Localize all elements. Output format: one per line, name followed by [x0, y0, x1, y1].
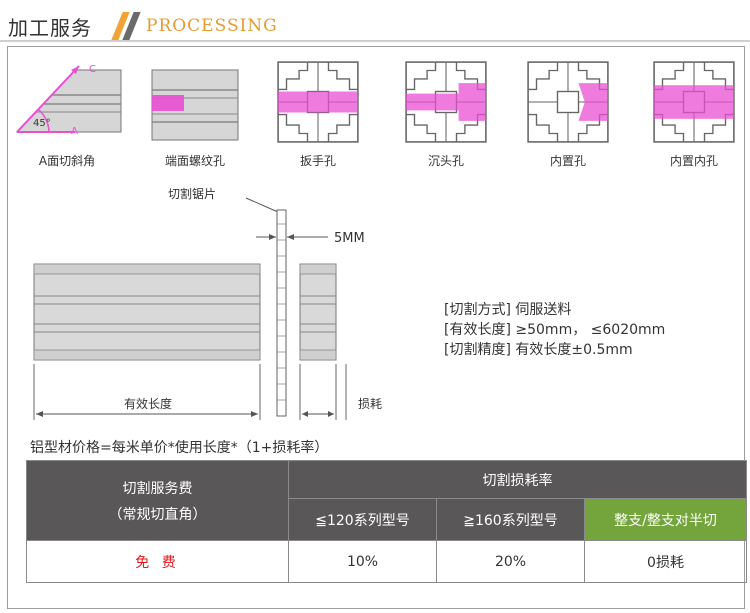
- column-header-160-series: ≧160系列型号: [436, 498, 585, 541]
- spec-value: ≥50mm， ≤6020mm: [515, 322, 666, 338]
- process-label-miter: A面切斜角: [38, 154, 96, 168]
- process-label-counterbore: 沉头孔: [427, 154, 464, 168]
- internal-hole-sketch: [526, 60, 610, 144]
- effective-length-label: 有效长度: [124, 396, 172, 411]
- spec-cut-method: [切割方式] 伺服送料: [444, 299, 571, 319]
- internal-inner-hole-sketch: [652, 60, 736, 144]
- section-header: 加工服务 PROCESSING: [0, 0, 750, 44]
- service-fee-header-line1: 切割服务费: [122, 480, 193, 497]
- kerf-label: 5MM: [334, 231, 365, 246]
- cutting-diagram: 切割锯片 5MM 有效长度 损耗: [28, 184, 438, 420]
- loss-whole-value: 0损耗: [583, 540, 748, 583]
- loss-120-value: 10%: [288, 540, 437, 583]
- service-fee-header: 切割服务费 （常规切直角）: [26, 460, 289, 541]
- end-thread-sketch: [150, 68, 240, 144]
- section-title: 加工服务: [8, 16, 92, 40]
- header-divider: [0, 40, 750, 42]
- spec-value: 伺服送料: [515, 302, 572, 318]
- mark-a: A: [71, 126, 78, 137]
- spec-effective-length: [有效长度] ≥50mm， ≤6020mm: [444, 319, 665, 339]
- process-label-end-thread: 端面螺纹孔: [164, 154, 225, 168]
- price-formula: 铝型材价格=每米单价*使用长度*（1+损耗率）: [30, 440, 329, 456]
- spec-key: [有效长度]: [444, 322, 511, 338]
- process-label-internal-inner-hole: 内置内孔: [669, 154, 718, 168]
- wrench-hole-sketch: [276, 60, 360, 144]
- process-label-internal-hole: 内置孔: [549, 154, 586, 168]
- counterbore-hole-sketch: [404, 60, 488, 144]
- miter-cut-sketch: C 45° A: [13, 62, 123, 142]
- spec-key: [切割方式]: [444, 302, 511, 318]
- process-label-wrench-hole: 扳手孔: [299, 154, 336, 168]
- mark-c: C: [89, 64, 96, 75]
- content-frame: [7, 46, 745, 609]
- loss-160-value: 20%: [436, 540, 585, 583]
- service-fee-value: 免 费: [26, 540, 289, 583]
- spec-key: [切割精度]: [444, 342, 511, 358]
- price-table: 切割服务费 （常规切直角） 切割损耗率 ≦120系列型号 ≧160系列型号 整支…: [26, 460, 748, 583]
- loss-label: 损耗: [358, 397, 382, 411]
- column-header-whole-bar: 整支/整支对半切: [583, 498, 748, 541]
- column-header-120-series: ≦120系列型号: [288, 498, 437, 541]
- loss-rate-header: 切割损耗率: [287, 460, 748, 499]
- mark-45: 45°: [33, 118, 51, 129]
- spec-cut-precision: [切割精度] 有效长度±0.5mm: [444, 339, 633, 359]
- section-subtitle: PROCESSING: [146, 16, 278, 36]
- spec-value: 有效长度±0.5mm: [515, 342, 633, 358]
- saw-blade-label: 切割锯片: [168, 186, 216, 201]
- service-fee-header-line2: （常规切直角）: [108, 506, 207, 523]
